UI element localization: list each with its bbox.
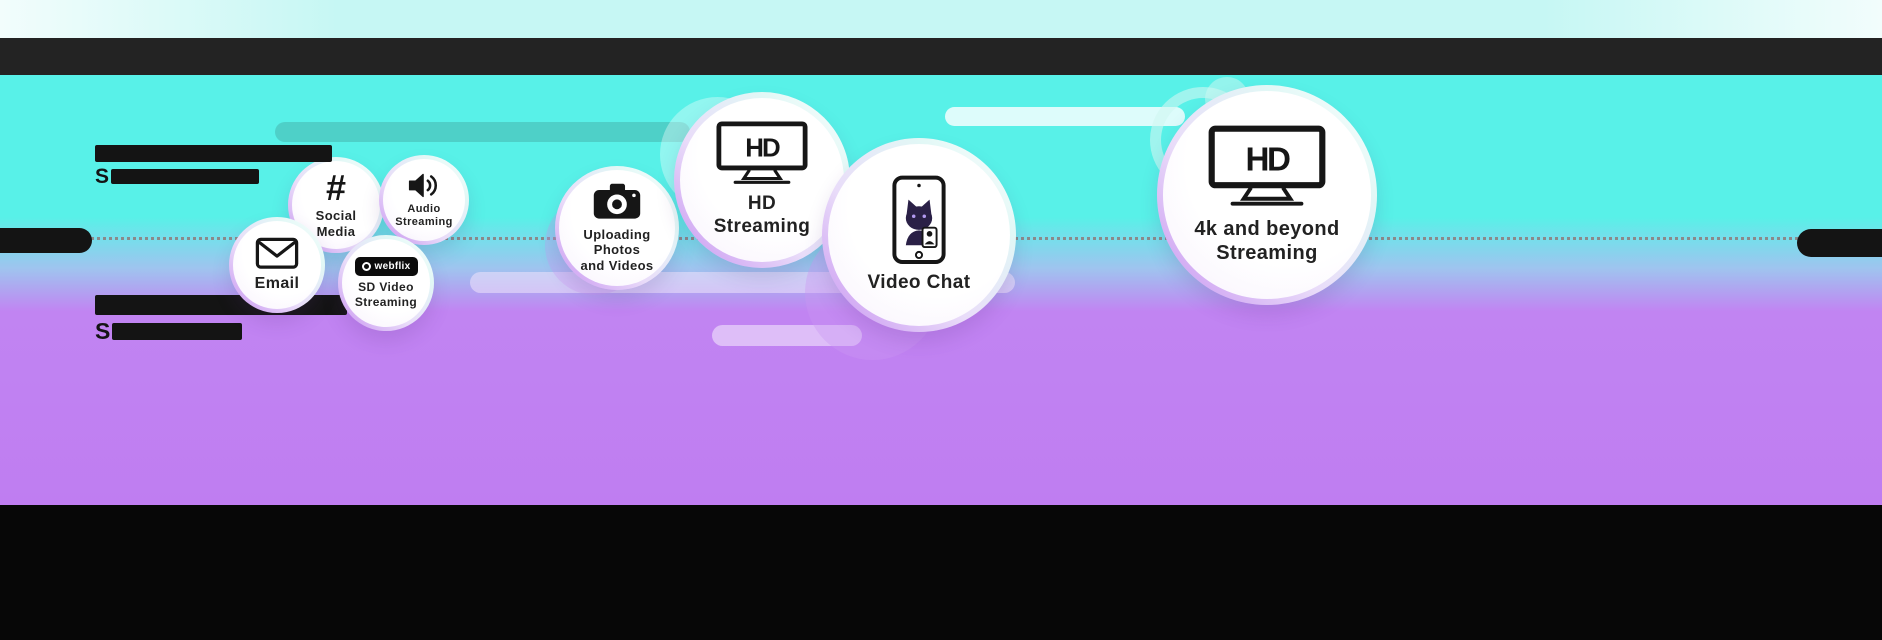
bubble-audio-streaming: Audio Streaming: [379, 155, 469, 245]
hd-logo-text: HD: [1246, 142, 1290, 179]
hashtag-icon: #: [325, 167, 347, 209]
tv-hd-icon: HD: [1208, 125, 1326, 206]
title-bar: [0, 38, 1882, 75]
bubble-face: Email: [233, 221, 321, 309]
bubble-label: Uploading Photos and Videos: [559, 227, 675, 274]
speed-label-top: S: [95, 145, 332, 187]
bubble-label-line: and Videos: [580, 257, 654, 273]
bubble-label-line: Streaming: [395, 215, 453, 228]
bottom-bar: [0, 505, 1882, 640]
bubble-label-line: Streaming: [713, 216, 811, 238]
camera-icon: [593, 184, 641, 220]
bubble-label: Audio Streaming: [395, 203, 452, 229]
bubble-label: Social Media: [316, 208, 357, 239]
bubble-label: 4k and beyond Streaming: [1194, 217, 1339, 265]
bubble-face: Video Chat: [828, 144, 1010, 326]
bubble-uploading-photos: Uploading Photos and Videos: [555, 166, 679, 290]
bubble-label-line: Email: [254, 275, 300, 293]
bubble-face: Uploading Photos and Videos: [559, 170, 675, 286]
bubble-label: SD Video Streaming: [355, 280, 417, 309]
redacted-text-s: S: [95, 318, 111, 344]
webflix-logo-text: webflix: [374, 261, 411, 273]
bubble-4k-streaming: HD 4k and beyond Streaming: [1157, 85, 1377, 305]
bubble-label-line: HD: [747, 193, 777, 215]
decorative-pill-teal: [275, 122, 690, 142]
top-strip: [0, 0, 1882, 38]
bubble-label: Video Chat: [868, 272, 971, 295]
bubble-label: Email: [255, 274, 300, 293]
tv-hd-icon: HD: [716, 121, 808, 184]
bubble-hd-streaming: HD HD Streaming: [674, 92, 850, 268]
speed-line-end-left: [0, 228, 92, 253]
bubble-label-line: Social: [315, 208, 357, 224]
bubble-label-line: Media: [316, 224, 356, 239]
redacted-text-s: S: [95, 165, 110, 188]
bubble-video-chat: Video Chat: [822, 138, 1016, 332]
speed-line-end-right: [1797, 229, 1882, 257]
bubble-label-line: SD Video: [358, 280, 414, 295]
bubble-face: webflix SD Video Streaming: [342, 239, 430, 327]
bubble-label-line: 4k and beyond: [1194, 217, 1340, 240]
envelope-icon: [255, 237, 299, 269]
speaker-icon: [408, 173, 438, 197]
redacted-bar: [111, 169, 260, 184]
bubble-face: HD 4k and beyond Streaming: [1163, 91, 1371, 299]
bubble-face: # Social Media: [292, 161, 380, 249]
bubble-face: Audio Streaming: [383, 159, 465, 241]
bubble-sd-video-streaming: webflix SD Video Streaming: [338, 235, 434, 331]
decorative-pill-lavender-low: [712, 325, 862, 346]
redacted-bar: [112, 323, 243, 340]
speed-gradient-band: S S # Social Media: [0, 75, 1882, 505]
hd-logo-text: HD: [745, 135, 780, 163]
decorative-pill-white: [945, 107, 1185, 126]
bubble-label: HD Streaming: [714, 193, 811, 239]
webflix-logo: webflix: [354, 257, 418, 277]
bubble-label-line: Uploading Photos: [583, 226, 651, 258]
webflix-ring-icon: [361, 262, 371, 272]
bubble-email: Email: [229, 217, 325, 313]
redacted-bar: [95, 145, 332, 162]
bubble-label-line: Streaming: [1216, 241, 1318, 264]
speed-label-bottom: S: [95, 295, 347, 343]
bubble-face: HD HD Streaming: [680, 98, 844, 262]
phone-video-chat-icon: [892, 175, 946, 265]
bubble-label-line: Streaming: [354, 294, 418, 309]
bubble-label-line: Audio: [407, 202, 441, 215]
bubble-label-line: Video Chat: [867, 271, 971, 293]
